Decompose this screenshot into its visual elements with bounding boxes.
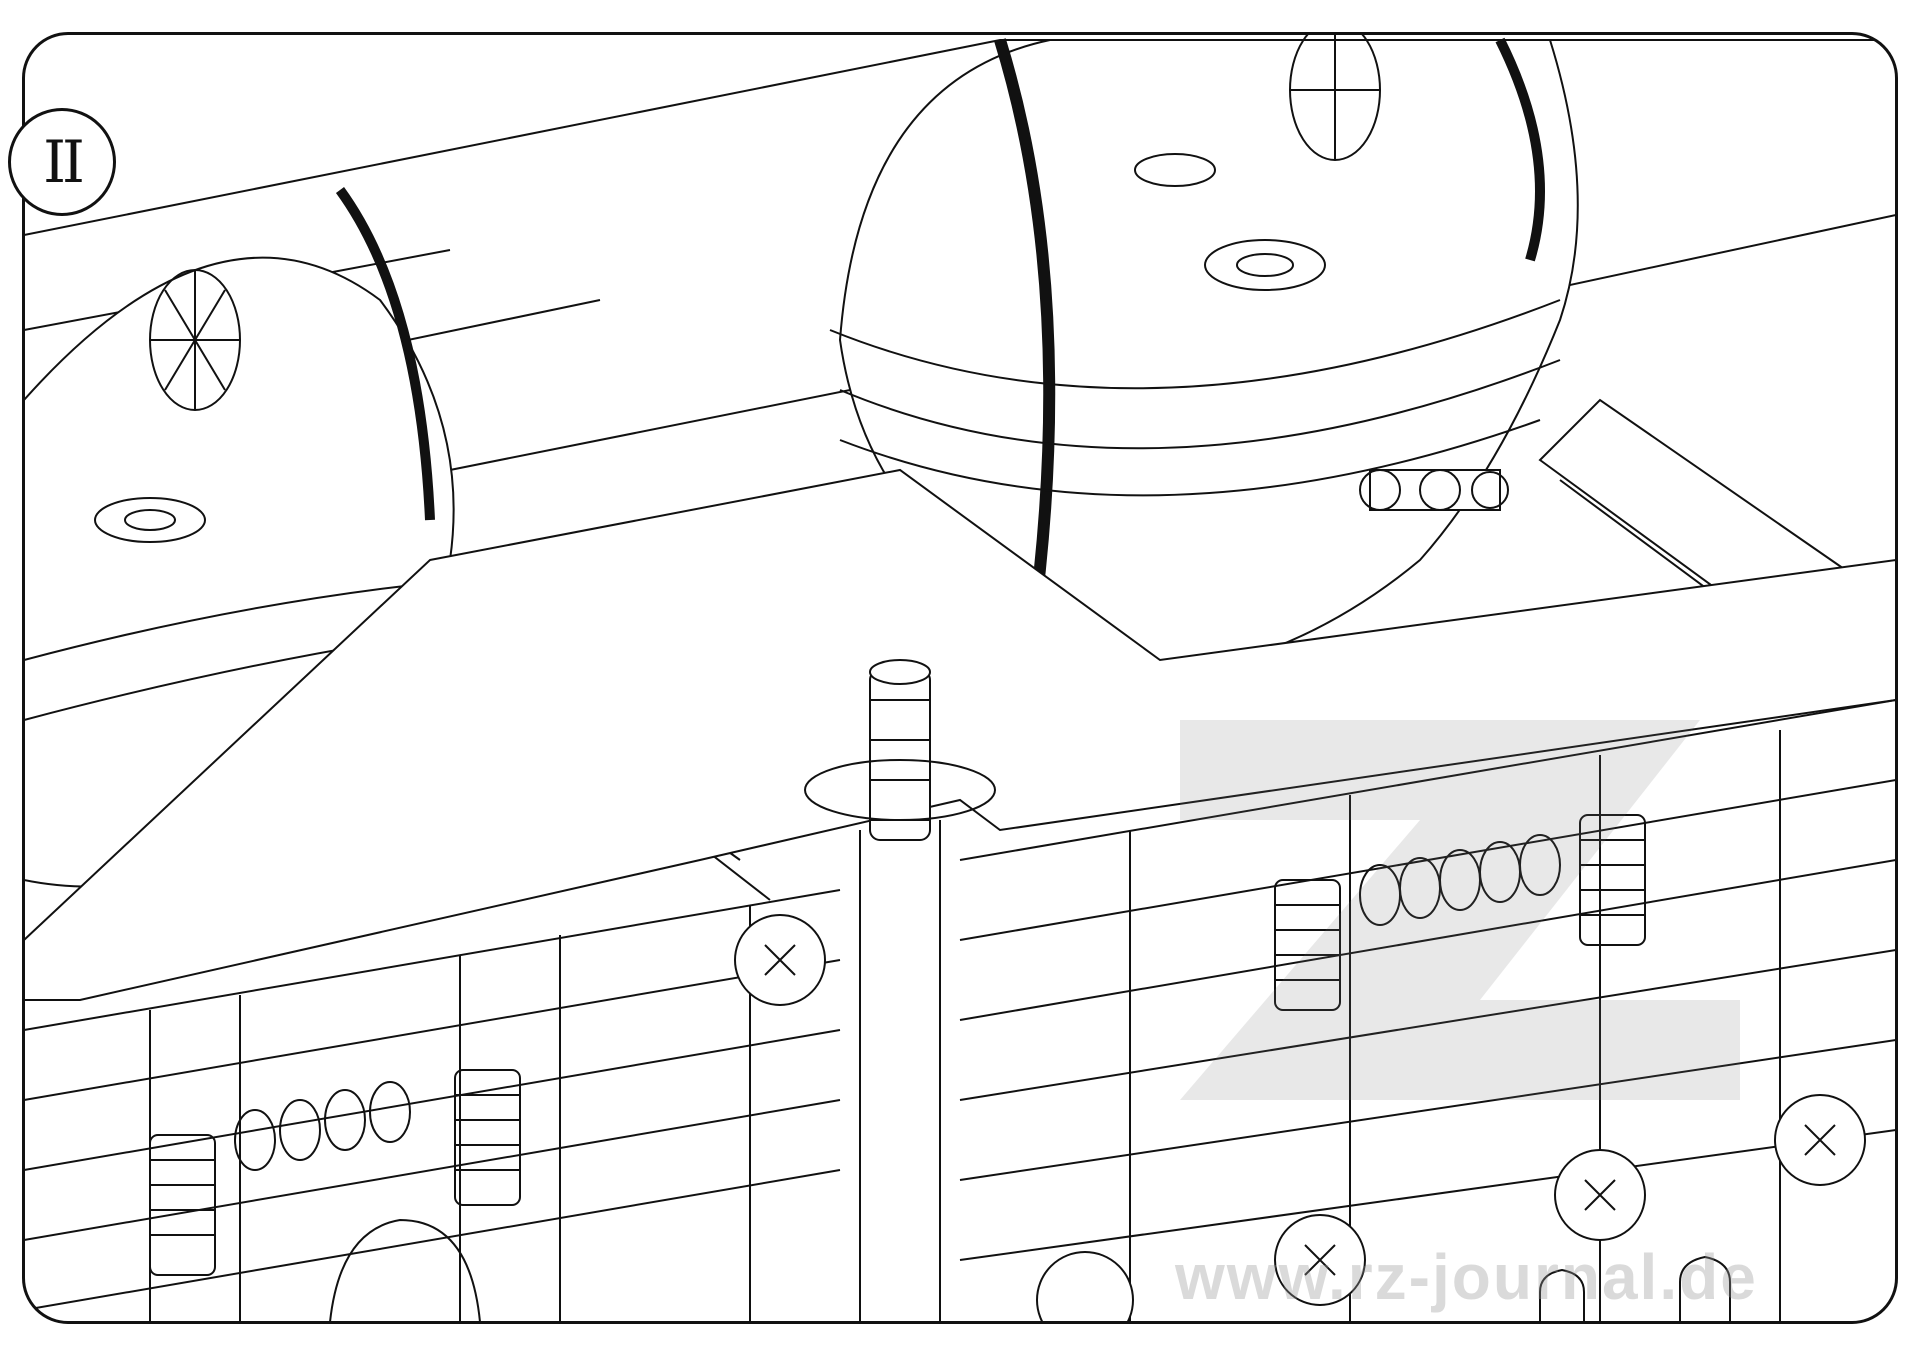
lower-storage-left — [24, 889, 841, 1322]
main-deck — [24, 468, 1896, 1001]
plate-number-badge: II — [8, 108, 116, 216]
watermark-logo — [1180, 720, 1740, 1100]
illustration-frame — [22, 32, 1898, 1324]
central-pipe — [804, 659, 996, 1322]
watermark-text: www.rz-journal.de — [1175, 1241, 1758, 1313]
lower-storage-right — [959, 699, 1896, 1322]
